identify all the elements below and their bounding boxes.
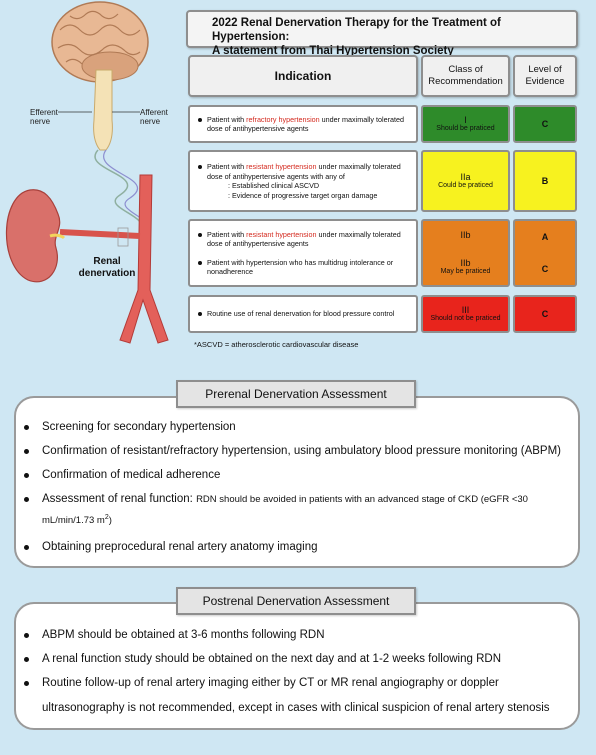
row-4-level: C [513,295,577,333]
footnote: *ASCVD = atherosclerotic cardiovascular … [194,340,359,349]
indication-item: Patient with resistant hypertension unde… [198,230,412,249]
postrenal-title: Postrenal Denervation Assessment [176,587,416,615]
postrenal-list: ABPM should be obtained at 3-6 months fo… [16,604,578,716]
header-level: Level of Evidence [513,55,577,97]
row-2-class: IIa Could be praticed [421,150,510,212]
afferent-nerve-label: Afferent nerve [140,108,168,126]
title-line-1: 2022 Renal Denervation Therapy for the T… [212,17,501,43]
prerenal-list: Screening for secondary hypertension Con… [16,398,578,555]
list-item: ABPM should be obtained at 3-6 months fo… [16,628,578,643]
indication-item: Patient with refractory hypertension und… [198,115,412,134]
row-4-indication: Routine use of renal denervation for blo… [188,295,418,333]
statement-title: 2022 Renal Denervation Therapy for the T… [186,10,578,57]
row-3-indication: Patient with resistant hypertension unde… [188,219,418,287]
indication-subline: : Established clinical ASCVD [228,181,320,190]
renal-denervation-label: Renal denervation [78,256,136,279]
kidney-icon [5,189,66,283]
aorta-icon [119,174,169,344]
row-2-indication: Patient with resistant hypertension unde… [188,150,418,212]
list-item: Confirmation of medical adherence [16,468,578,483]
indication-item: Patient with resistant hypertension unde… [198,162,412,181]
list-item: Assessment of renal function: RDN should… [16,492,578,532]
row-3-class: IIb IIb May be praticed [421,219,510,287]
list-item: A renal function study should be obtaine… [16,652,578,667]
prerenal-box: Screening for secondary hypertension Con… [14,396,580,568]
anatomy-illustration [5,1,169,344]
postrenal-box: ABPM should be obtained at 3-6 months fo… [14,602,580,730]
row-1-indication: Patient with refractory hypertension und… [188,105,418,143]
indication-subline: : Evidence of progressive target organ d… [228,190,378,200]
title-line-2: A statement from Thai Hypertension Socie… [212,45,454,57]
list-item: Screening for secondary hypertension [16,420,578,435]
spinal-cord-icon [93,69,113,151]
efferent-nerve-label: Efferent nerve [30,108,58,126]
header-indication: Indication [188,55,418,97]
header-class: Class of Recommendation [421,55,510,97]
row-4-class: III Should not be praticed [421,295,510,333]
indication-item: Routine use of renal denervation for blo… [198,309,412,319]
list-item: Obtaining preprocedural renal artery ana… [16,540,578,555]
row-1-level: C [513,105,577,143]
list-item: Routine follow-up of renal artery imagin… [16,676,578,716]
row-1-class: I Should be praticed [421,105,510,143]
prerenal-title: Prerenal Denervation Assessment [176,380,416,408]
row-2-level: B [513,150,577,212]
indication-item: Patient with hypertension who has multid… [198,258,412,277]
row-3-level: A C [513,219,577,287]
list-item: Confirmation of resistant/refractory hyp… [16,444,578,459]
